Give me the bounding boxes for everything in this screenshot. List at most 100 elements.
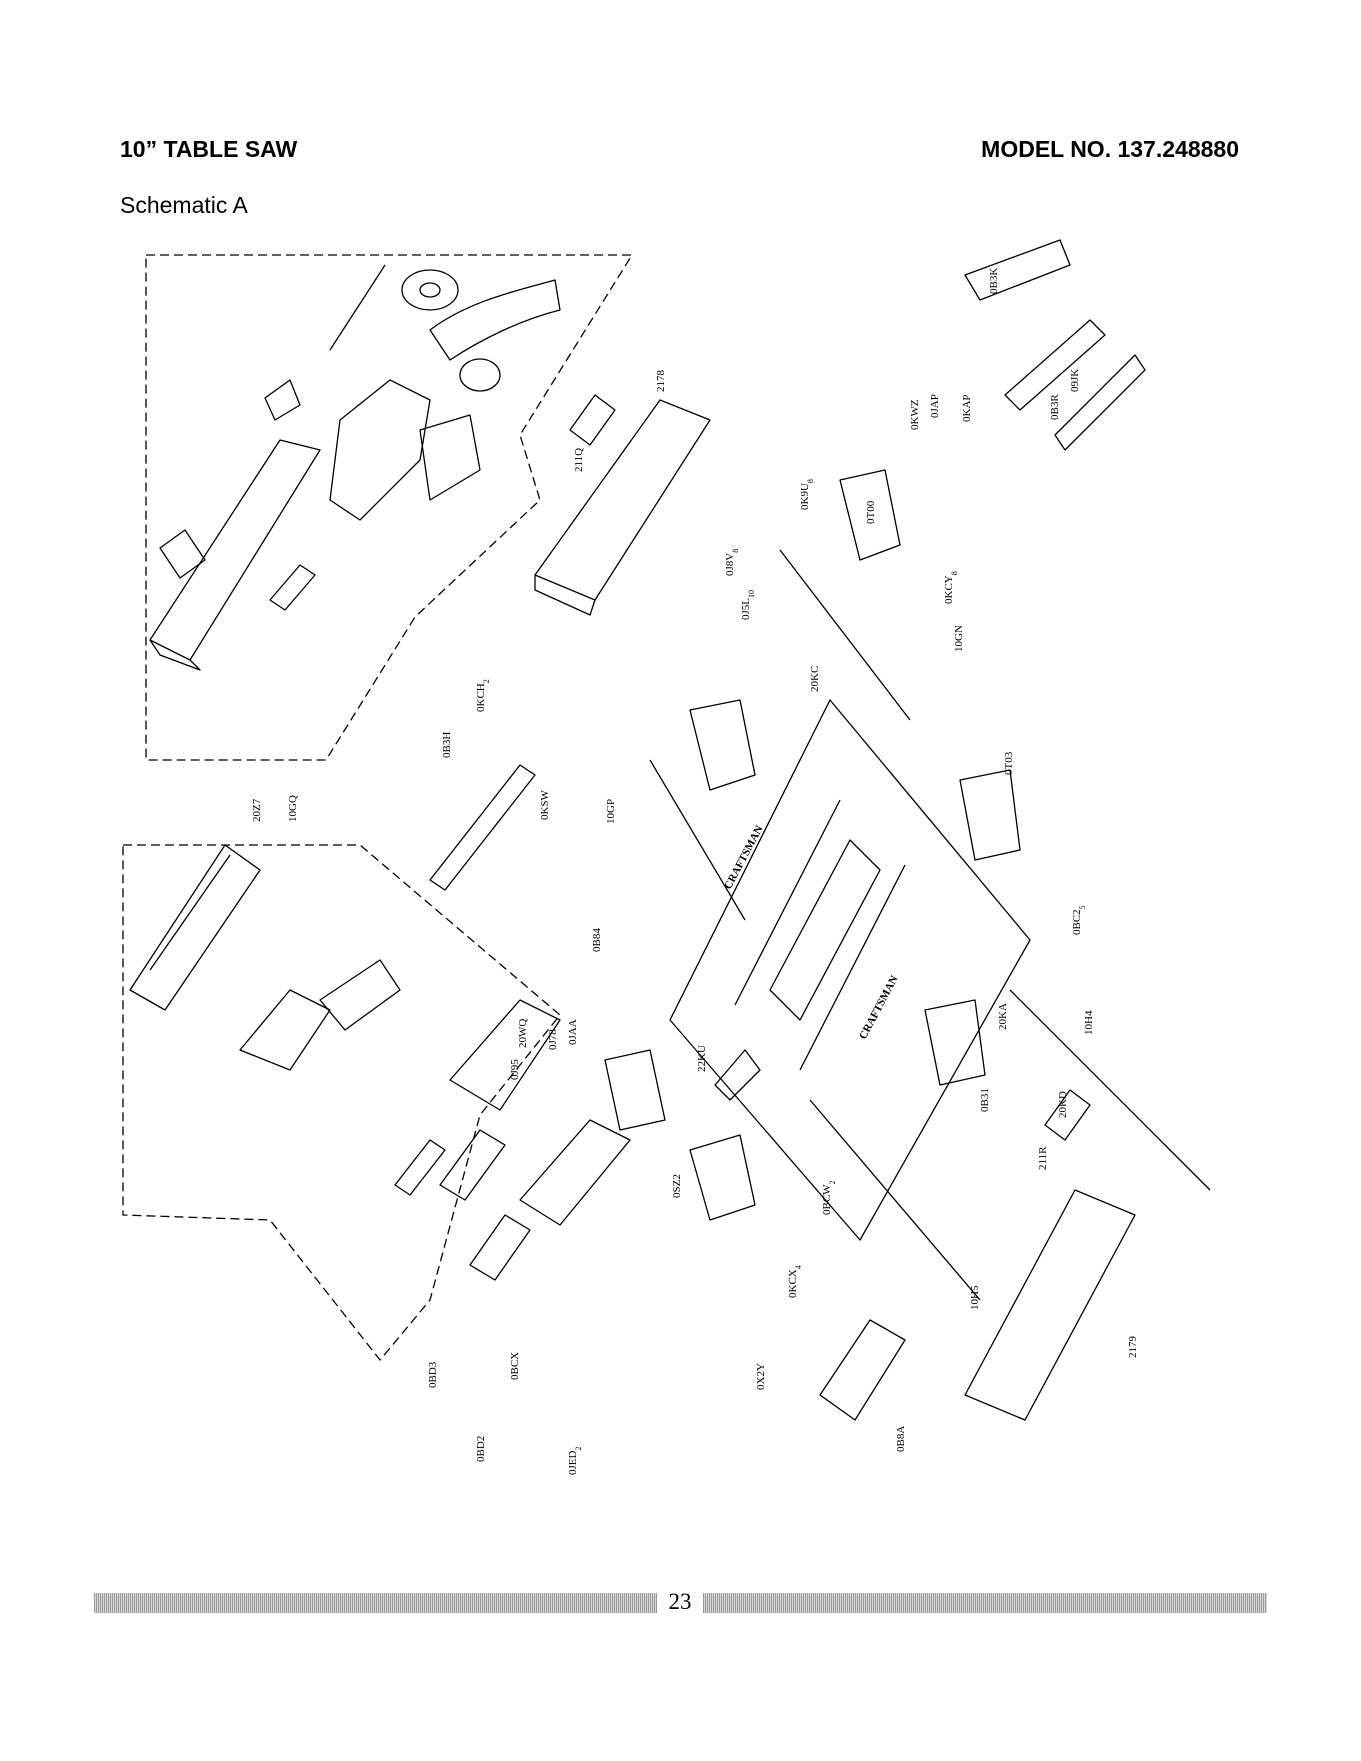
- schematic-title: Schematic A: [120, 192, 248, 218]
- part-label-2179: 2179: [1127, 1336, 1139, 1359]
- label-22KU: [714, 1049, 761, 1101]
- left-wing-front: [449, 999, 561, 1111]
- part-label-0J5L: 0J5L10: [740, 590, 756, 620]
- part-label-09JK: 09JK: [1069, 369, 1081, 392]
- part-label-0B31: 0B31: [979, 1088, 991, 1112]
- part-label-0K9U: 0K9U8: [799, 479, 815, 510]
- washer-disc: [459, 358, 501, 392]
- main-table-top: [669, 699, 1031, 1241]
- front-rail-10H4: [1009, 989, 1211, 1191]
- rear-rail-end: [149, 639, 201, 671]
- part-label-0KCH: 0KCH2: [475, 679, 491, 712]
- left-wing-rear: [519, 1119, 631, 1226]
- part-label-20WQ: 20WQ: [517, 1019, 529, 1048]
- label-plate: [264, 379, 301, 421]
- part-label-0BCX: 0BCX: [509, 1352, 521, 1380]
- miter-slot-right: [799, 864, 906, 1071]
- rear-assembly-outline: [145, 254, 633, 761]
- part-label-10H4: 10H4: [1083, 1010, 1095, 1035]
- part-label-0JED: 0JED2: [567, 1447, 583, 1475]
- part-label-0BD2: 0BD2: [475, 1436, 487, 1462]
- part-label-20KA: 20KA: [997, 1003, 1009, 1030]
- blade-guard-plate: [129, 844, 261, 1011]
- front-assembly-outline: [122, 844, 561, 1361]
- rear-rail: [149, 439, 321, 661]
- manual-0B8A: [819, 1319, 906, 1421]
- part-label-20KC: 20KC: [809, 666, 821, 692]
- miter-slot-left: [734, 799, 841, 1006]
- page-number: 23: [668, 1589, 692, 1614]
- part-label-0J95: 0J95: [509, 1059, 521, 1080]
- extension-wing-2179: [964, 1189, 1136, 1421]
- model-number: MODEL NO. 137.248880: [981, 136, 1239, 162]
- bracket-0SZ2: [604, 1049, 666, 1131]
- bracket-left: [689, 699, 756, 791]
- bracket-0T03: [959, 769, 1021, 861]
- label-0BD2: [469, 1214, 531, 1281]
- part-label-0KWZ: 0KWZ: [909, 399, 921, 430]
- part-label-211R: 211R: [1037, 1146, 1049, 1170]
- part-label-0KCY: 0KCY8: [943, 571, 959, 604]
- part-label-0KSW: 0KSW: [539, 789, 551, 820]
- shaft-rod: [329, 264, 386, 351]
- rod-10GP: [649, 759, 746, 921]
- spring-bracket: [269, 564, 316, 611]
- part-label-0BD3: 0BD3: [427, 1361, 439, 1388]
- part-label-0JAA: 0JAA: [567, 1019, 579, 1045]
- part-label-0B84: 0B84: [591, 928, 603, 952]
- wrench-0B3R: [1004, 319, 1106, 411]
- handwheel-arm: [429, 279, 561, 361]
- label-211Q: [569, 394, 616, 446]
- part-label-0B3H: 0B3H: [441, 732, 453, 758]
- footer-rule-right: [703, 1593, 1267, 1613]
- part-label-20Z7: 20Z7: [251, 798, 263, 822]
- bracket-right: [924, 999, 986, 1086]
- wrench-09JK: [1054, 354, 1146, 451]
- brand-text-2: CRAFTSMAN: [722, 824, 766, 892]
- part-label-0T03: 0T03: [1003, 751, 1015, 775]
- part-label-0KCX: 0KCX4: [787, 1265, 803, 1298]
- part-label-2178: 2178: [655, 370, 667, 393]
- part-label-0B8A: 0B8A: [895, 1426, 907, 1452]
- throat-plate: [769, 839, 881, 1021]
- part-label-10GP: 10GP: [605, 799, 617, 824]
- label-plate-2: [159, 529, 206, 579]
- page-title: 10” TABLE SAW: [120, 136, 298, 162]
- label-211R: [1044, 1089, 1091, 1141]
- trunnion-bracket: [329, 379, 431, 521]
- handwheel-hub: [419, 282, 441, 298]
- part-label-0BC2: 0BC25: [1071, 905, 1087, 935]
- extension-wing-2178-edge: [534, 575, 596, 616]
- part-label-22KU: 22KU: [696, 1045, 708, 1072]
- part-label-0SZ2: 0SZ2: [671, 1174, 683, 1198]
- brand-text: CRAFTSMAN: [857, 974, 901, 1042]
- part-label-0T00: 0T00: [865, 500, 877, 524]
- wrench-0B3K: [964, 239, 1071, 301]
- front-rail-10H5: [809, 1099, 981, 1301]
- part-label-10H5: 10H5: [969, 1285, 981, 1310]
- part-label-10GN: 10GN: [953, 625, 965, 652]
- guard-bracket: [239, 989, 331, 1071]
- blade-guard-edge: [149, 854, 231, 971]
- anti-kickback-pawl: [394, 1139, 446, 1196]
- bracket-0T00: [839, 469, 901, 561]
- pawl-bracket: [319, 959, 401, 1031]
- part-label-0BCW: 0BCW2: [821, 1180, 837, 1215]
- part-label-0B3R: 0B3R: [1049, 394, 1061, 420]
- footer-rule-left: [94, 1593, 657, 1613]
- part-label-0JAP: 0JAP: [929, 394, 941, 418]
- label-0BD3: [439, 1129, 506, 1201]
- part-label-0X2Y: 0X2Y: [755, 1363, 767, 1390]
- rear-rail-10GN: [779, 549, 911, 721]
- part-label-0KAP: 0KAP: [961, 394, 973, 422]
- bracket-0KCX: [689, 1134, 756, 1221]
- trunnion-block: [419, 414, 481, 501]
- mid-rail-0B3H: [429, 764, 536, 891]
- part-label-0B3K: 0B3K: [988, 268, 1000, 294]
- part-label-20KD: 20KD: [1057, 1091, 1069, 1118]
- handwheel-ring: [401, 269, 459, 311]
- part-label-0J78: 0J78: [547, 1029, 559, 1050]
- part-label-211Q: 211Q: [573, 448, 585, 472]
- part-label-0J8V: 0J8V8: [724, 549, 740, 576]
